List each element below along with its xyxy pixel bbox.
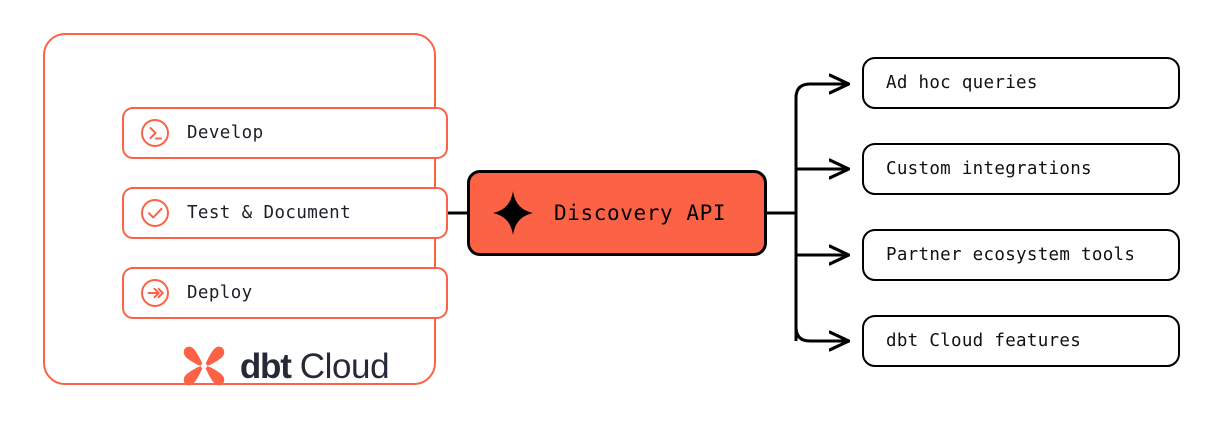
consumer-label: dbt Cloud features bbox=[886, 331, 1082, 351]
consumer-dbt-cloud-features[interactable]: dbt Cloud features bbox=[862, 315, 1180, 367]
edge-to-dbt-cloud-features bbox=[794, 325, 848, 341]
dbt-cloud-wordmark: dbt Cloud bbox=[239, 346, 390, 386]
dbt-cloud-logo: dbt Cloud bbox=[122, 335, 448, 397]
double-chevron-right-circle-icon bbox=[141, 279, 169, 307]
consumer-label: Ad hoc queries bbox=[886, 73, 1038, 93]
edge-to-ad-hoc-queries bbox=[794, 84, 848, 112]
check-circle-icon bbox=[141, 199, 169, 227]
consumer-label: Custom integrations bbox=[886, 159, 1092, 179]
stage-label-deploy: Deploy bbox=[187, 283, 253, 303]
consumer-partner-ecosystem-tools[interactable]: Partner ecosystem tools bbox=[862, 229, 1180, 281]
stage-item-deploy[interactable]: Deploy bbox=[122, 267, 448, 319]
stage-label-develop: Develop bbox=[187, 123, 264, 143]
discovery-api-label: Discovery API bbox=[554, 201, 727, 225]
consumer-custom-integrations[interactable]: Custom integrations bbox=[862, 143, 1180, 195]
consumer-ad-hoc-queries[interactable]: Ad hoc queries bbox=[862, 57, 1180, 109]
terminal-prompt-circle-icon bbox=[141, 119, 169, 147]
stage-label-test-and-document: Test & Document bbox=[187, 203, 352, 223]
dbt-x-mark-icon bbox=[183, 346, 225, 386]
consumer-label: Partner ecosystem tools bbox=[886, 245, 1136, 265]
dbt-cloud-panel: Develop Test & Document Deploy bbox=[43, 33, 448, 386]
stage-item-test-and-document[interactable]: Test & Document bbox=[122, 187, 448, 239]
dbt-wordmark-bold: dbt bbox=[239, 346, 292, 386]
dbt-wordmark-light: Cloud bbox=[299, 346, 390, 386]
stage-item-develop[interactable]: Develop bbox=[122, 107, 448, 159]
sparkle-star-icon bbox=[493, 191, 533, 235]
discovery-api-node[interactable]: Discovery API bbox=[467, 170, 767, 256]
